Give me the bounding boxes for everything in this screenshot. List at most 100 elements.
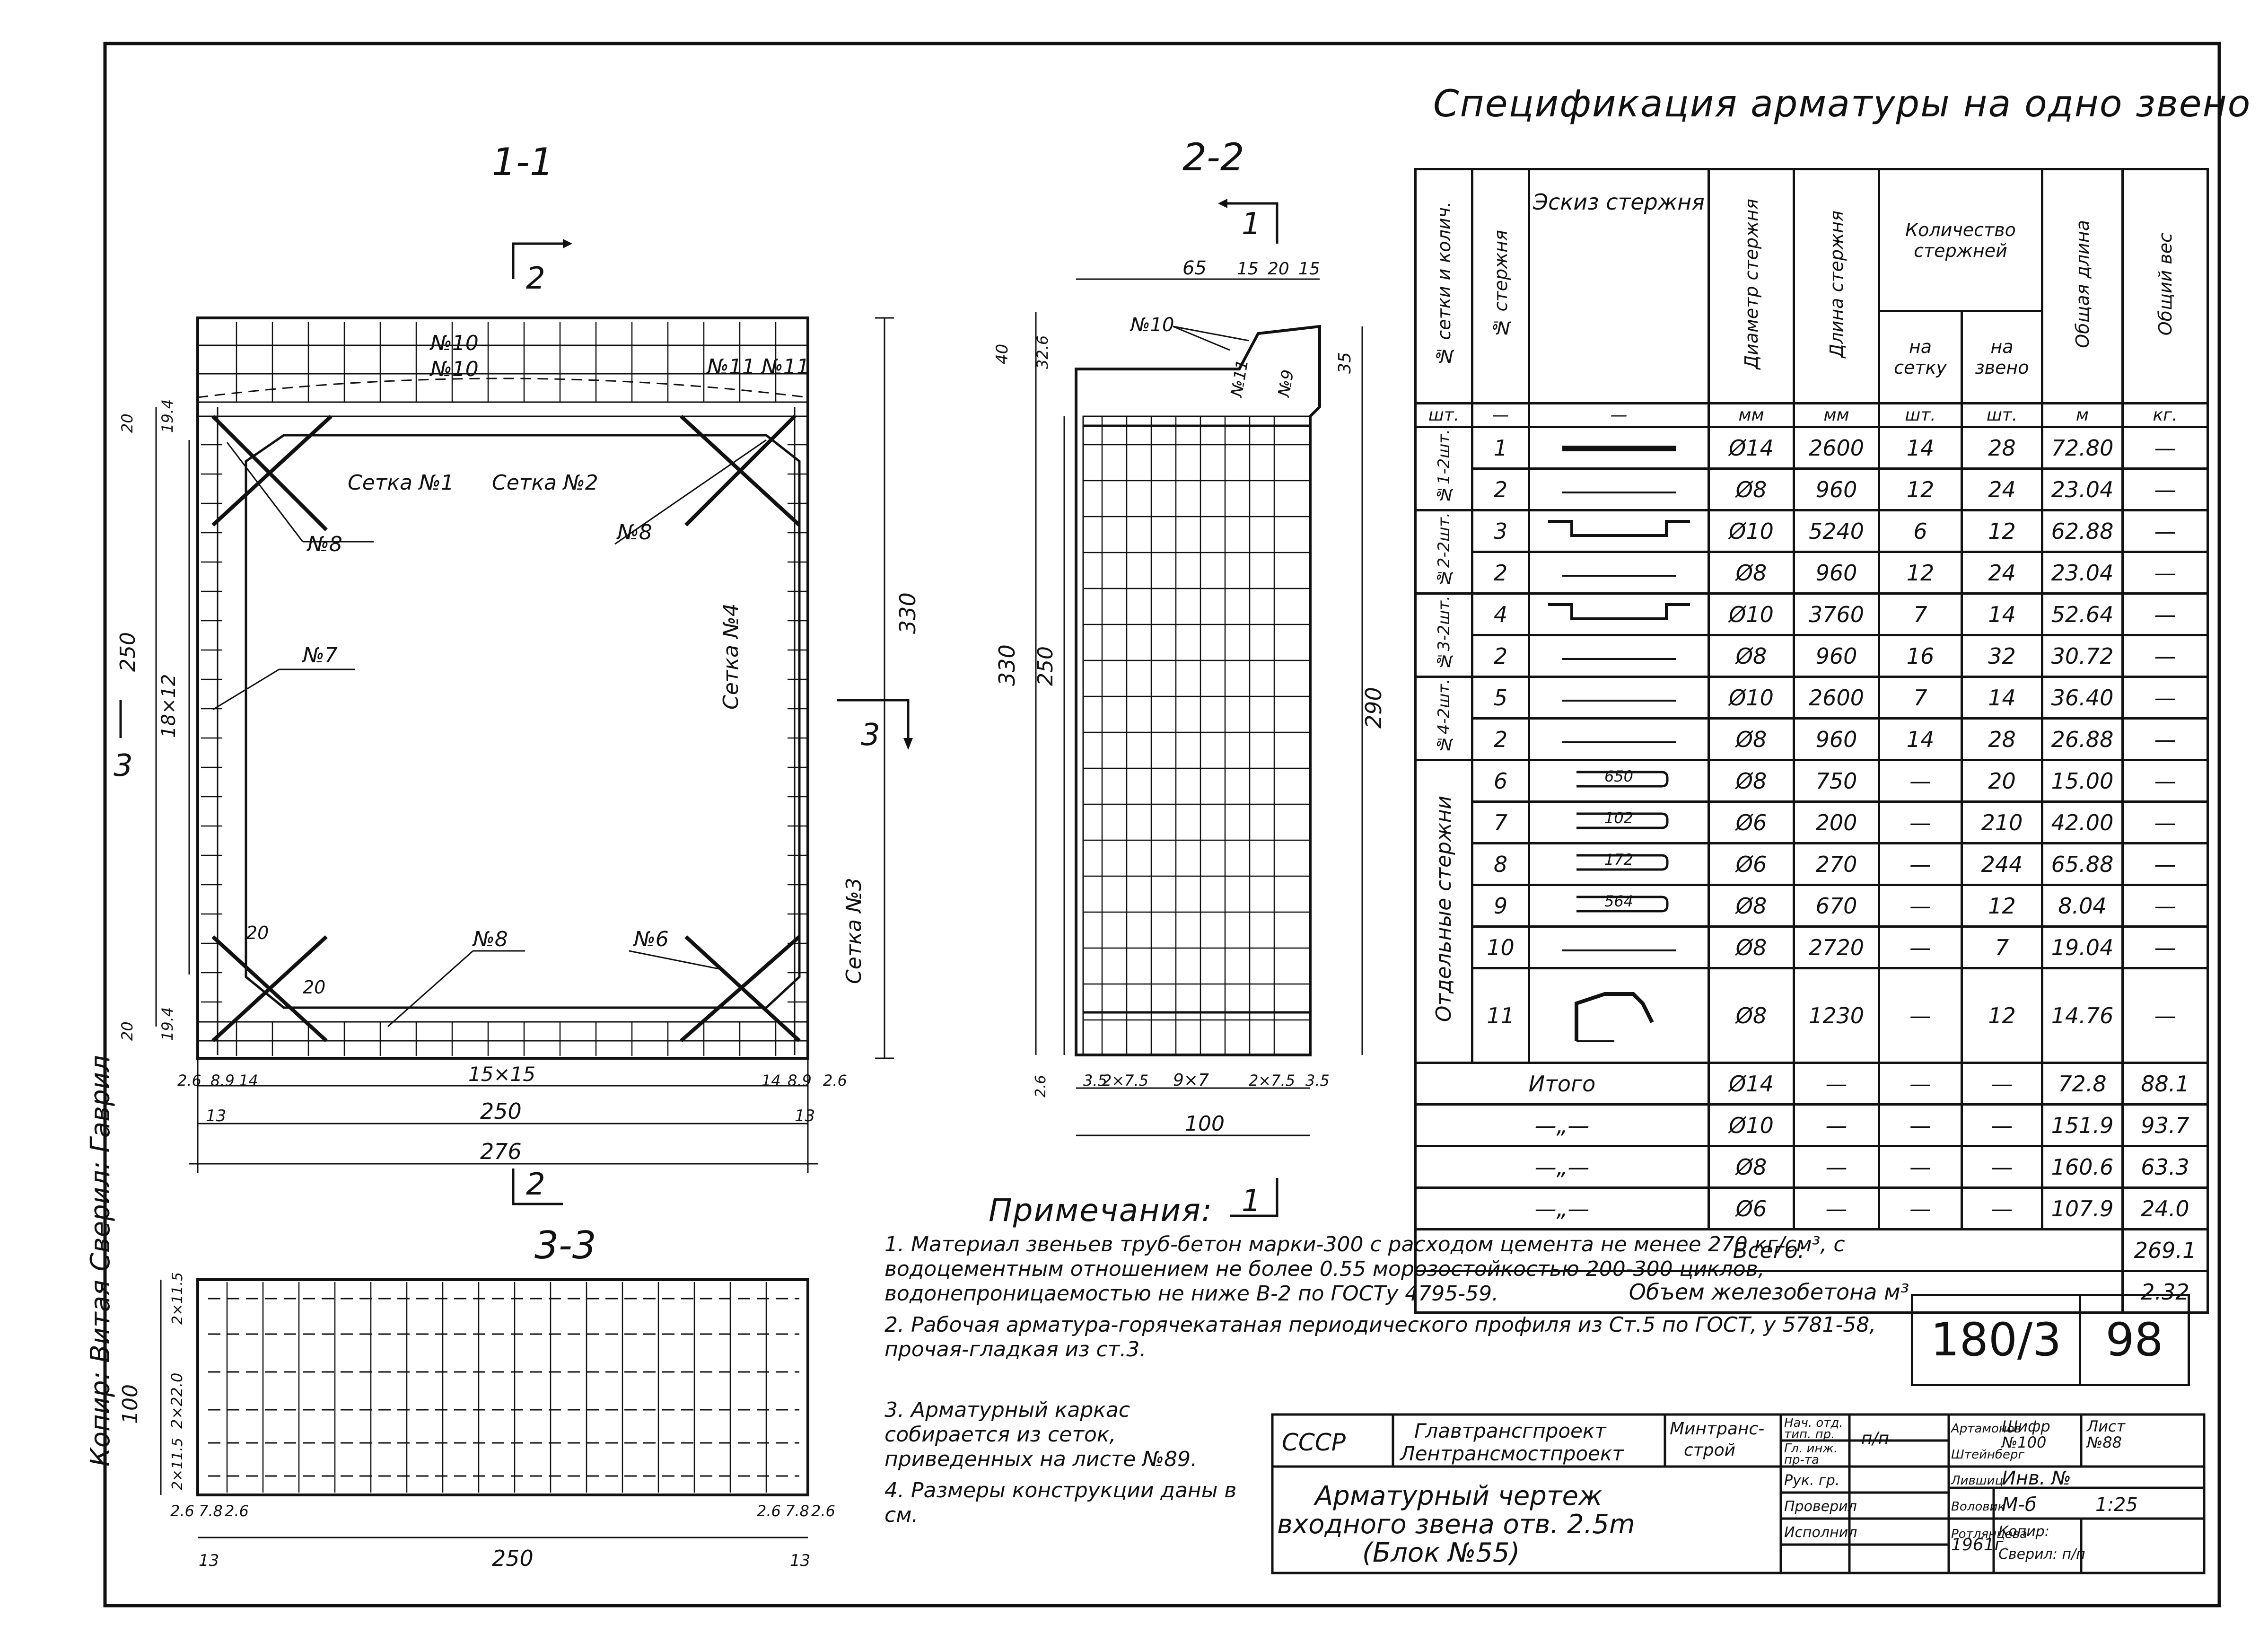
unit-5: шт. [1878,402,1963,428]
spec-per-link: 14 [1961,592,2043,636]
hdr-net: № сетки и колич. [1414,168,1473,404]
spec-per-link: 12 [1961,967,2043,1064]
spec-diameter: Ø6 [1708,842,1795,886]
spec-total-dash: — [1793,1062,1880,1106]
stamp-org1: Главтрансгпроект [1414,1419,1606,1442]
spec-bar-no: 6 [1471,759,1530,803]
dim-330-22: 330 [994,644,1020,686]
spec-total-label: —„— [1414,1145,1710,1189]
stamp-scale-m: М-б [2002,1494,2037,1516]
spec-per-link: 32 [1961,634,2043,678]
stamp-role-1: Нач. отд. тип. пр. [1784,1416,1843,1441]
spec-total-dash: — [1878,1145,1963,1189]
spec-bar-no: 11 [1471,967,1530,1064]
spec-group-label: Отдельные стержни [1414,759,1473,1064]
dim-2x220: 2×22.0 [168,1373,186,1429]
spec-total-weight: 93.7 [2121,1103,2209,1147]
spec-total-dash: — [1961,1062,2043,1106]
note-4: 4. Размеры конструкции даны в см. [884,1478,1237,1527]
spec-diameter: Ø10 [1708,592,1795,636]
spec-bar-no: 5 [1471,676,1530,720]
dim-26-33l: 2.6 [170,1502,194,1520]
side-stamp: Копир: Витая Сверил: Гаврил [66,970,123,1467]
spec-volume-label: Объем железобетона м³ [1414,1270,2124,1314]
spec-sketch: 564 [1528,884,1710,928]
section-3-3-title: 3-3 [534,1223,596,1267]
dim-14-r: 14 [762,1072,781,1089]
spec-weight: — [2121,676,2209,720]
spec-table: № сетки и колич. № стержня Эскиз стержня… [1414,168,2209,1314]
stamp-role-5: Исполнил [1784,1524,1857,1541]
hdr-per-link: на звено [1961,310,2043,404]
unit-3: мм [1708,402,1795,428]
spec-sketch [1528,967,1710,1064]
hdr-count: Количество стержней [1878,168,2043,312]
spec-length: 1230 [1793,967,1880,1064]
spec-total-sum: 107.9 [2041,1186,2124,1230]
unit-0: шт. [1414,402,1473,428]
stamp-name-2: Штейнберг [1951,1448,2025,1462]
dim-2x75-l: 2×7.5 [1102,1072,1148,1089]
spec-total-length: 23.04 [2041,551,2124,595]
spec-length: 2720 [1793,925,1880,969]
spec-weight: — [2121,426,2209,470]
dim-250-11-bottom: 250 [480,1098,522,1124]
dim-194-top: 19.4 [158,399,176,433]
spec-total-length: 8.04 [2041,884,2124,928]
hdr-total-weight: Общий вес [2121,168,2209,404]
label-n10-22: №10 [1130,314,1174,336]
note-2: 2. Рабочая арматура-горячекатаная период… [884,1313,1876,1362]
dim-35-22l: 3.5 [1083,1072,1107,1089]
spec-diameter: Ø8 [1708,925,1795,969]
dim-26-l: 2.6 [177,1072,201,1089]
spec-sketch-dim: 172 [1604,851,1634,869]
section-1-1-title: 1-1 [492,140,554,184]
spec-total-length: 36.40 [2041,676,2124,720]
spec-weight: — [2121,592,2209,636]
spec-per-link: 28 [1961,426,2043,470]
spec-sketch-dim: 650 [1604,767,1634,785]
spec-sketch [1528,426,1710,470]
dim-290: 290 [1361,687,1386,729]
label-n8-c: №8 [472,927,508,951]
spec-total-dash: — [1878,1186,1963,1230]
spec-total-dia: Ø10 [1708,1103,1795,1147]
dim-100-33: 100 [118,1384,142,1424]
stamp-year: 1961г [1951,1535,2004,1555]
spec-bar-no: 8 [1471,842,1530,886]
label-net4: Сетка №4 [719,603,743,710]
spec-total-dash: — [1878,1062,1963,1106]
spec-total-length: 42.00 [2041,800,2124,844]
spec-diameter: Ø10 [1708,509,1795,553]
spec-total-dash: — [1793,1186,1880,1230]
unit-8: кг. [2121,402,2209,428]
label-net1: Сетка №1 [348,471,454,495]
label-n11-a: №11 [706,355,755,379]
dim-13-33r: 13 [790,1551,810,1570]
hdr-length: Длина стержня [1793,168,1880,404]
label-n7: №7 [301,643,338,668]
dim-35: 35 [1335,352,1355,374]
spec-total-length: 14.76 [2041,967,2124,1064]
spec-total-length: 52.64 [2041,592,2124,636]
spec-total-length: 26.88 [2041,717,2124,761]
spec-per-link: 20 [1961,759,2043,803]
stamp-name-5: Ротлянцева [1951,1527,2027,1541]
stamp-ministry2: строй [1684,1441,1736,1460]
dim-194-bot: 19.4 [158,1007,176,1041]
dim-14-l: 14 [239,1072,258,1089]
spec-total-weight: 24.0 [2121,1186,2209,1230]
spec-diameter: Ø10 [1708,676,1795,720]
spec-diameter: Ø8 [1708,467,1795,511]
spec-total-dash: — [1793,1145,1880,1189]
dim-15x15: 15×15 [468,1063,535,1086]
spec-sketch [1528,592,1710,636]
spec-total-length: 15.00 [2041,759,2124,803]
unit-2: — [1528,402,1710,428]
spec-length: 270 [1793,842,1880,886]
